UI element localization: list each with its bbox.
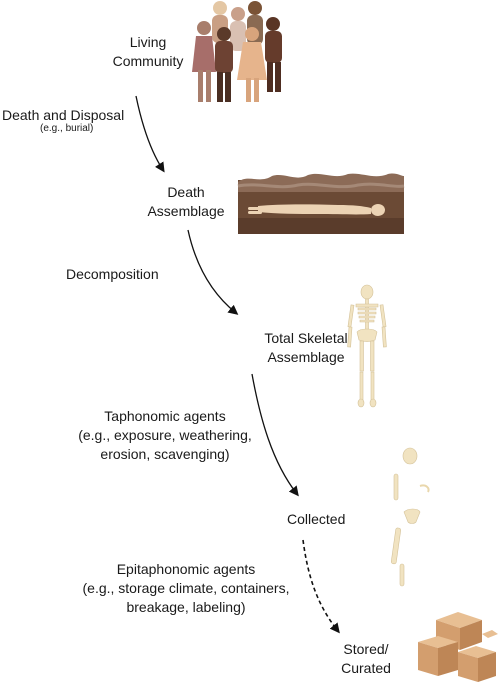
stage-total-skeletal: Total Skeletal Assemblage — [246, 329, 366, 367]
people-group-icon — [192, 1, 282, 102]
stage-stored-curated: Stored/ Curated — [326, 640, 406, 678]
taphonomic-line-2: (e.g., exposure, weathering, — [78, 427, 252, 443]
stage-death-line-2: Assemblage — [147, 203, 225, 219]
stage-living-community: Living Community — [100, 33, 196, 71]
arrow-living-to-death — [135, 95, 165, 173]
arrow-skeletal-to-collected — [251, 373, 299, 497]
stage-stored-line-2: Curated — [341, 660, 391, 676]
arrow-death-to-skeletal — [187, 229, 239, 315]
taphonomic-line-1: Taphonomic agents — [104, 408, 226, 424]
stage-total-line-2: Assemblage — [267, 349, 345, 365]
stage-death-line-1: Death — [167, 184, 205, 200]
stage-total-line-1: Total Skeletal — [264, 330, 348, 346]
stage-living-line-2: Community — [112, 53, 184, 69]
skeleton-icon — [347, 284, 387, 408]
epitaphonomic-line-2: (e.g., storage climate, containers, — [82, 580, 290, 596]
arrow-collected-to-stored — [302, 539, 340, 634]
scattered-bones-icon — [390, 447, 430, 587]
process-death-disposal: Death and Disposal — [2, 107, 125, 123]
process-death-disposal-note: (e.g., burial) — [40, 123, 94, 134]
boxes-icon — [418, 612, 498, 682]
stage-stored-line-1: Stored/ — [343, 641, 389, 657]
epitaphonomic-line-3: breakage, labeling) — [126, 599, 246, 615]
stage-living-line-1: Living — [129, 34, 167, 50]
process-epitaphonomic: Epitaphonomic agents (e.g., storage clim… — [66, 560, 306, 617]
stage-death-assemblage: Death Assemblage — [138, 183, 234, 221]
process-decomposition: Decomposition — [66, 266, 159, 282]
taphonomic-line-3: erosion, scavenging) — [100, 446, 230, 462]
stage-collected: Collected — [287, 511, 346, 527]
process-taphonomic: Taphonomic agents (e.g., exposure, weath… — [60, 407, 270, 464]
epitaphonomic-line-1: Epitaphonomic agents — [116, 561, 256, 577]
burial-soil-icon — [237, 173, 405, 234]
